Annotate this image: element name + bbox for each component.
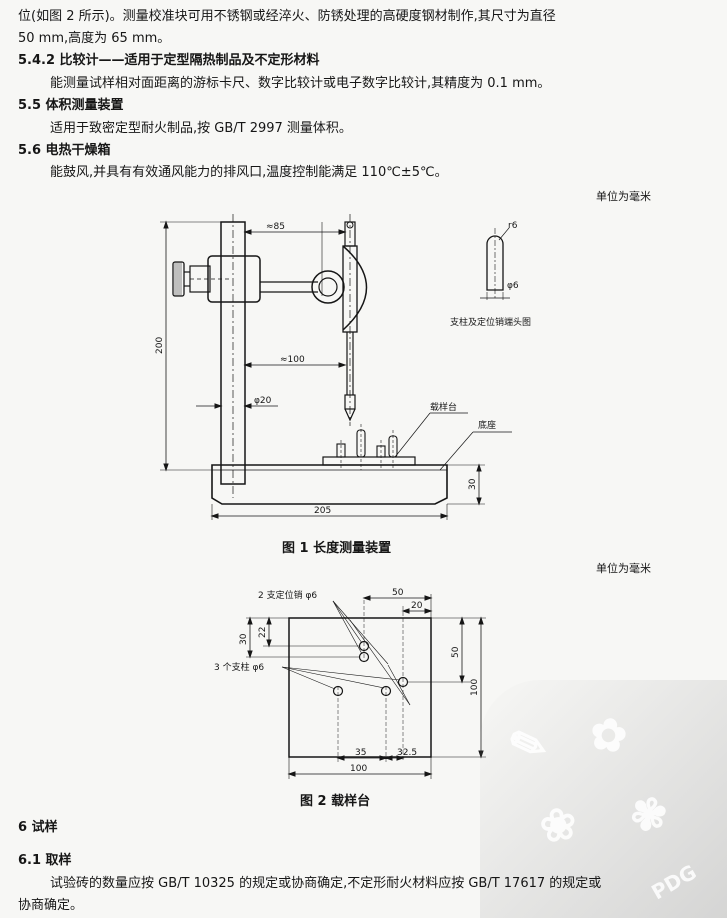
dim-30: 30 xyxy=(239,633,249,645)
label-pins: 2 支定位销 φ6 xyxy=(258,589,317,601)
paragraph-line: 适用于致密定型耐火制品,按 GB/T 2997 测量体积。 xyxy=(50,121,352,136)
paragraph-line: 试验砖的数量应按 GB/T 10325 的规定或协商确定,不定形耐火材料应按 G… xyxy=(50,876,602,891)
figure-1-caption: 图 1 长度测量装置 xyxy=(282,541,392,556)
section-heading-5-5: 5.5 体积测量装置 xyxy=(18,98,124,113)
detail-phi6: φ6 xyxy=(507,281,519,291)
dim-200: 200 xyxy=(155,337,165,354)
section-heading-5-6: 5.6 电热干燥箱 xyxy=(18,143,111,158)
dim-35: 35 xyxy=(355,748,366,758)
dim-100-right: 100 xyxy=(470,679,480,696)
figure-2-unit: 单位为毫米 xyxy=(596,562,651,575)
paragraph-line: 位(如图 2 所示)。测量校准块可用不锈钢或经淬火、防锈处理的高硬度钢材制作,其… xyxy=(18,9,556,24)
dim-50-top: 50 xyxy=(392,588,404,598)
dim-30: 30 xyxy=(468,478,478,490)
dim-22: 22 xyxy=(258,627,268,638)
label-base: 底座 xyxy=(478,419,496,431)
label-posts: 3 个支柱 φ6 xyxy=(214,661,264,673)
dim-205: 205 xyxy=(314,506,331,516)
figure-1-unit: 单位为毫米 xyxy=(596,190,651,203)
detail-caption: 支柱及定位销端头图 xyxy=(450,316,531,328)
dim-100: ≈100 xyxy=(280,355,305,365)
figure-2-caption: 图 2 载样台 xyxy=(300,794,371,809)
dim-32-5: 32.5 xyxy=(397,748,417,758)
dim-20: 20 xyxy=(411,601,423,611)
watermark-seal: ✎ ✿ ❀ ✾ PDG xyxy=(480,680,727,918)
dim-100-bottom: 100 xyxy=(350,764,367,774)
paragraph-line: 能鼓风,并具有有效通风能力的排风口,温度控制能满足 110℃±5℃。 xyxy=(50,165,448,180)
dim-phi20: φ20 xyxy=(254,396,272,406)
paragraph-line: 50 mm,高度为 65 mm。 xyxy=(18,31,171,46)
label-stage: 载样台 xyxy=(430,401,457,413)
section-heading-5-4-2: 5.4.2 比较计——适用于定型隔热制品及不定形材料 xyxy=(18,53,320,68)
section-heading-6: 6 试样 xyxy=(18,820,58,835)
watermark-badge: PDG xyxy=(647,859,701,905)
paragraph-line: 能测量试样相对面距离的游标卡尺、数字比较计或电子数字比较计,其精度为 0.1 m… xyxy=(50,76,551,91)
paragraph-line: 协商确定。 xyxy=(18,898,84,913)
section-heading-6-1: 6.1 取样 xyxy=(18,853,72,868)
dim-50-right: 50 xyxy=(451,646,461,658)
detail-r6: r6 xyxy=(508,221,518,231)
dim-85: ≈85 xyxy=(266,222,285,232)
